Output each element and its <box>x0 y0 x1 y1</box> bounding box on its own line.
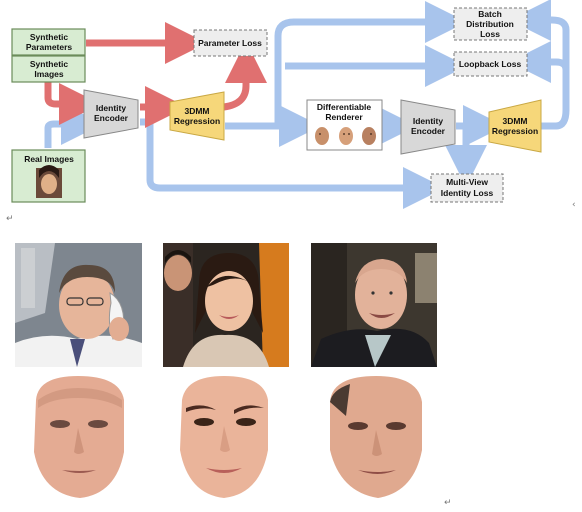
rendered-face-right <box>362 127 376 145</box>
arrow-regression2-to-loopback <box>509 41 570 83</box>
reconstruction-man-on-phone <box>24 372 134 502</box>
arrow-synthetic-to-encoder <box>44 82 101 125</box>
rendered-faces <box>315 127 376 145</box>
loopback-loss-label: Loopback Loss <box>459 59 522 69</box>
batch-loss-label-3: Loss <box>480 29 500 39</box>
photo-man-on-phone <box>15 243 142 367</box>
parameter-loss-label: Parameter Loss <box>198 38 262 48</box>
batch-loss-label-1: Batch <box>478 9 502 19</box>
paragraph-mark-2: ↵ <box>444 498 452 508</box>
pipeline-diagram: Synthetic Parameters Synthetic Images Re… <box>11 0 570 209</box>
rendered-face-front <box>339 127 353 145</box>
paragraph-mark-3: ‹ <box>572 200 576 210</box>
real-images-thumbnail <box>36 165 62 198</box>
regression-2-shape <box>488 99 542 153</box>
reconstruction-smiling-woman <box>172 372 278 502</box>
synthetic-images-label-1: Synthetic <box>30 59 69 69</box>
reconstruction-bald-man-drawing <box>330 376 422 498</box>
identity-encoder-1-shape <box>83 89 139 139</box>
synthetic-parameters-label-1: Synthetic <box>30 32 69 42</box>
identity-encoder-2-label-1: Identity <box>413 116 443 126</box>
batch-loss-label-2: Distribution <box>466 19 514 29</box>
multiview-loss-label-2: Identity Loss <box>441 188 494 198</box>
batch-distribution-loss-box <box>453 7 528 41</box>
regression-2-label-2: Regression <box>492 126 538 136</box>
multi-view-identity-loss-box <box>430 173 504 203</box>
arrow-real-to-encoder <box>44 103 103 148</box>
photo-bald-man-drawing <box>311 243 437 367</box>
synthetic-images-box <box>11 55 86 83</box>
reconstruction-smiling-woman-drawing <box>180 376 268 498</box>
photo-smiling-woman-drawing <box>163 243 289 367</box>
regression-2-label-1: 3DMM <box>502 116 527 126</box>
reconstruction-bald-man <box>320 372 430 502</box>
identity-encoder-2-label-2: Encoder <box>411 126 446 136</box>
regression-1-label-1: 3DMM <box>184 106 209 116</box>
photo-man-on-phone-drawing <box>15 243 142 367</box>
paragraph-mark-1: ↵ <box>6 214 14 224</box>
synthetic-images-label-2: Images <box>34 69 64 79</box>
multiview-loss-label-1: Multi-View <box>446 177 488 187</box>
identity-encoder-2-shape <box>400 99 456 155</box>
identity-encoder-1-label-1: Identity <box>96 103 126 113</box>
reconstruction-man-on-phone-drawing <box>34 376 124 498</box>
photo-bald-man <box>311 243 437 367</box>
synthetic-parameters-label-2: Parameters <box>26 42 73 52</box>
arrow-to-batch-loss <box>274 1 467 126</box>
renderer-label-1: Differentiable <box>317 102 372 112</box>
arrow-regression-to-parameter-loss <box>223 41 267 111</box>
renderer-label-2: Renderer <box>325 112 363 122</box>
loopback-loss-box <box>453 51 528 77</box>
real-images-label: Real Images <box>24 154 74 164</box>
red-arrows <box>44 22 267 128</box>
regression-1-shape <box>169 91 225 141</box>
synthetic-parameters-box <box>11 28 86 56</box>
identity-encoder-1-label-2: Encoder <box>94 113 129 123</box>
photo-smiling-woman <box>163 243 289 367</box>
parameter-loss-box <box>193 29 268 57</box>
regression-1-label-2: Regression <box>174 116 220 126</box>
rendered-face-left <box>315 127 329 145</box>
